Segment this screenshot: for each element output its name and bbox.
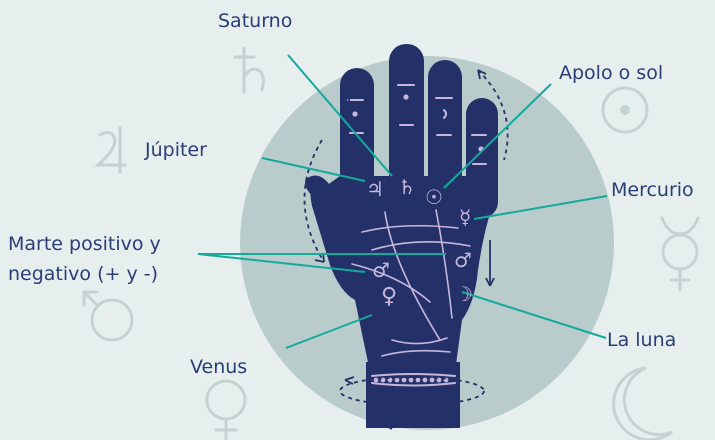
- jupiter-symbol: ♃: [366, 177, 384, 201]
- jupiter-icon: [98, 128, 125, 172]
- label-jupiter: Júpiter: [145, 138, 207, 162]
- moon-symbol: ☽: [455, 282, 473, 306]
- label-venus: Venus: [190, 355, 247, 379]
- label-saturno: Saturno: [218, 9, 292, 33]
- label-mercurio: Mercurio: [611, 178, 694, 202]
- mercury-icon: [662, 218, 698, 290]
- mercury-symbol: ☿: [459, 205, 471, 229]
- label-luna: La luna: [607, 328, 676, 352]
- moon-icon: [614, 368, 672, 440]
- mars-icon: [84, 292, 132, 340]
- mars-symbol-b: ♂: [454, 248, 472, 272]
- saturn-symbol: ♄: [398, 175, 416, 199]
- sun-icon: [603, 88, 647, 132]
- venus-icon: [207, 381, 245, 440]
- sun-symbol: ☉: [425, 185, 443, 209]
- mars-symbol-a: ♂: [372, 258, 390, 282]
- saturn-icon: [235, 48, 263, 92]
- label-marte-line1: Marte positivo y: [8, 232, 161, 256]
- label-marte-line2: negativo (+ y -): [8, 262, 158, 286]
- venus-symbol: ♀: [381, 285, 397, 309]
- label-apolo: Apolo o sol: [559, 61, 663, 85]
